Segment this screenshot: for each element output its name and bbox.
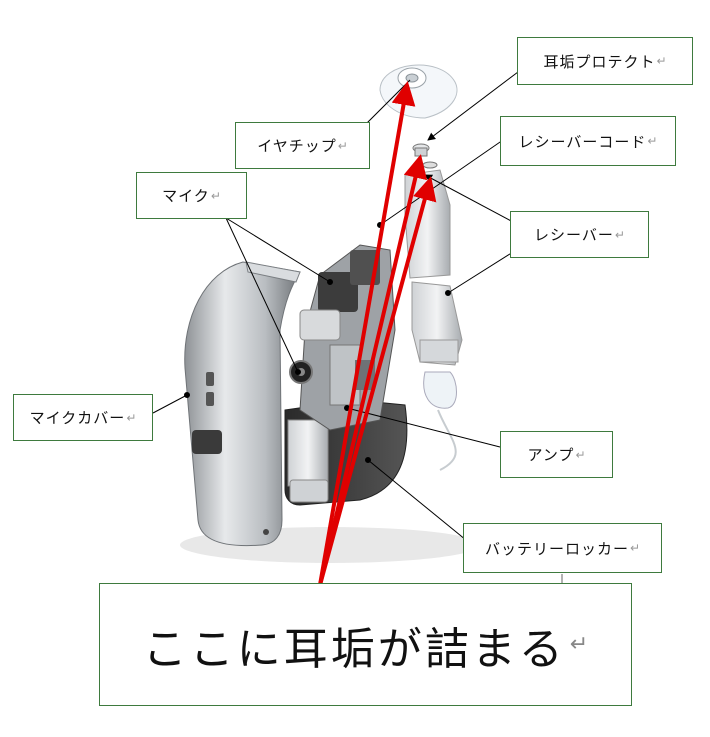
red-arrows [318,81,437,586]
label-text: マイクカバー [29,409,126,427]
label-mic: マイク↵ [136,172,247,219]
paragraph-mark: ↵ [614,227,625,242]
label-text: アンプ [527,446,575,464]
label-mic-cover: マイクカバー↵ [13,394,153,441]
paragraph-mark: ↵ [647,134,658,148]
paragraph-mark: ↵ [210,188,221,203]
paragraph-mark: ↵ [656,54,667,68]
label-text: イヤチップ [257,137,337,155]
paragraph-mark: ↵ [629,541,641,555]
label-text: 耳垢プロテクト [543,52,656,71]
paragraph-mark: ↵ [575,447,586,462]
paragraph-mark: ↵ [126,410,137,425]
callout-text: ここに耳垢が詰まる [142,623,566,675]
paragraph-mark: ↵ [337,138,348,153]
label-text: レシーバー [534,226,614,244]
callout-box: ここに耳垢が詰まる↵ [99,583,632,706]
label-ear-tip: イヤチップ↵ [235,122,370,169]
label-receiver-cord: レシーバーコード↵ [500,116,676,166]
housing-shell [184,261,301,547]
ear-tip [379,64,458,119]
label-text: バッテリーロッカー [484,539,629,558]
label-receiver: レシーバー↵ [510,211,649,258]
label-earwax-protect: 耳垢プロテクト↵ [517,37,693,85]
label-text: レシーバーコード [518,132,647,151]
label-amp: アンプ↵ [500,431,613,478]
label-text: マイク [162,187,210,205]
label-battery-locker: バッテリーロッカー↵ [463,523,662,573]
paragraph-mark: ↵ [569,632,589,657]
battery-locker [284,399,408,506]
